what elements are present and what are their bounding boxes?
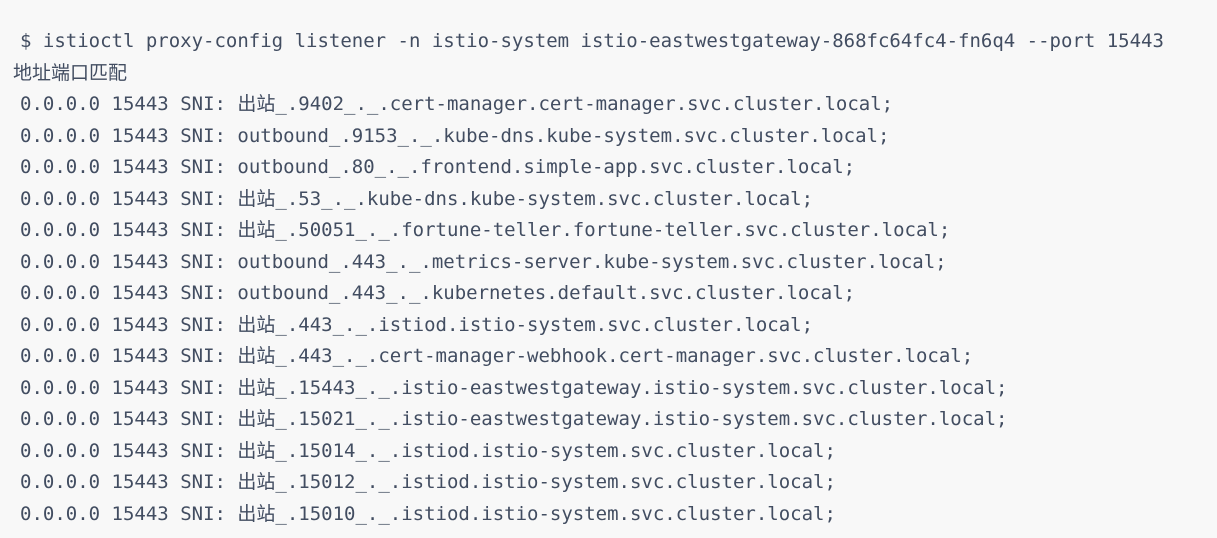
command-text: istioctl proxy-config listener -n istio-… xyxy=(42,30,1164,52)
listener-port: 15443 xyxy=(111,502,169,525)
listener-row: 0.0.0.0 15443 SNI: outbound_.80_._.front… xyxy=(20,152,1207,184)
row-separator xyxy=(169,282,180,304)
row-separator xyxy=(100,377,111,399)
listener-address: 0.0.0.0 xyxy=(20,345,101,367)
listener-row: 0.0.0.0 15443 SNI: outbound_.9153_._.kub… xyxy=(20,121,1207,153)
listener-address: 0.0.0.0 xyxy=(20,219,101,241)
listener-match: SNI: outbound_.9153_._.kube-dns.kube-sys… xyxy=(180,124,890,147)
row-separator xyxy=(100,125,111,147)
listener-port: 15443 xyxy=(111,156,169,178)
listener-port: 15443 xyxy=(111,376,169,399)
listener-port: 15443 xyxy=(111,471,169,493)
listener-match: SNI: 出站_.15010_._.istiod.istio-system.sv… xyxy=(180,502,836,525)
listener-row: 0.0.0.0 15443 SNI: 出站_.9402_._.cert-mana… xyxy=(20,89,1207,121)
listener-rows: 0.0.0.0 15443 SNI: 出站_.9402_._.cert-mana… xyxy=(20,89,1207,530)
row-separator xyxy=(100,188,111,210)
listener-row: 0.0.0.0 15443 SNI: 出站_.443_._.istiod.ist… xyxy=(20,310,1207,342)
command-line: $ istioctl proxy-config listener -n isti… xyxy=(20,26,1207,58)
listener-row: 0.0.0.0 15443 SNI: 出站_.15443_._.istio-ea… xyxy=(20,373,1207,405)
row-separator xyxy=(100,93,111,115)
row-separator xyxy=(100,345,111,367)
listener-address: 0.0.0.0 xyxy=(20,282,101,304)
listener-address: 0.0.0.0 xyxy=(20,502,101,525)
listener-address: 0.0.0.0 xyxy=(20,439,101,462)
listener-address: 0.0.0.0 xyxy=(20,408,101,430)
row-separator xyxy=(169,219,180,241)
listener-address: 0.0.0.0 xyxy=(20,250,101,273)
listener-match: SNI: 出站_.53_._.kube-dns.kube-system.svc.… xyxy=(180,187,814,210)
listener-port: 15443 xyxy=(111,250,169,273)
listener-row: 0.0.0.0 15443 SNI: outbound_.443_._.kube… xyxy=(20,278,1207,310)
listener-port: 15443 xyxy=(111,408,169,430)
listener-row: 0.0.0.0 15443 SNI: 出站_.15021_._.istio-ea… xyxy=(20,404,1207,436)
listener-row: 0.0.0.0 15443 SNI: 出站_.443_._.cert-manag… xyxy=(20,341,1207,373)
listener-row: 0.0.0.0 15443 SNI: 出站_.50051_._.fortune-… xyxy=(20,215,1207,247)
listener-port: 15443 xyxy=(111,93,169,115)
row-separator xyxy=(100,408,111,430)
row-separator xyxy=(100,314,111,336)
row-separator xyxy=(169,440,180,462)
row-separator xyxy=(100,440,111,462)
row-separator xyxy=(169,408,180,430)
row-separator xyxy=(100,471,111,493)
listener-match: SNI: outbound_.443_._.metrics-server.kub… xyxy=(180,250,947,273)
row-separator xyxy=(169,314,180,336)
listener-match: SNI: 出站_.443_._.istiod.istio-system.svc.… xyxy=(180,313,814,336)
listener-match: SNI: 出站_.15012_._.istiod.istio-system.sv… xyxy=(180,471,836,493)
listener-address: 0.0.0.0 xyxy=(20,313,101,336)
listener-row: 0.0.0.0 15443 SNI: outbound_.443_._.metr… xyxy=(20,247,1207,279)
listener-match: SNI: 出站_.50051_._.fortune-teller.fortune… xyxy=(180,219,951,241)
row-separator xyxy=(169,377,180,399)
listener-row: 0.0.0.0 15443 SNI: 出站_.15010_._.istiod.i… xyxy=(20,499,1207,531)
row-separator xyxy=(100,219,111,241)
listener-row: 0.0.0.0 15443 SNI: 出站_.15014_._.istiod.i… xyxy=(20,436,1207,468)
listener-row: 0.0.0.0 15443 SNI: 出站_.15012_._.istiod.i… xyxy=(20,467,1207,499)
row-separator xyxy=(100,282,111,304)
row-separator xyxy=(169,251,180,273)
row-separator xyxy=(100,251,111,273)
listener-address: 0.0.0.0 xyxy=(20,124,101,147)
row-separator xyxy=(169,503,180,525)
output-columns-header: 地址端口匹配 xyxy=(13,61,128,84)
listener-port: 15443 xyxy=(111,439,169,462)
shell-prompt: $ xyxy=(20,30,32,52)
listener-match: SNI: 出站_.9402_._.cert-manager.cert-manag… xyxy=(180,93,894,115)
row-separator xyxy=(169,345,180,367)
listener-port: 15443 xyxy=(111,282,169,304)
listener-address: 0.0.0.0 xyxy=(20,187,101,210)
row-separator xyxy=(169,188,180,210)
listener-address: 0.0.0.0 xyxy=(20,471,101,493)
listener-address: 0.0.0.0 xyxy=(20,93,101,115)
row-separator xyxy=(169,125,180,147)
listener-address: 0.0.0.0 xyxy=(20,156,101,178)
listener-port: 15443 xyxy=(111,219,169,241)
listener-port: 15443 xyxy=(111,345,169,367)
listener-match: SNI: outbound_.80_._.frontend.simple-app… xyxy=(180,156,856,178)
row-separator xyxy=(169,93,180,115)
listener-row: 0.0.0.0 15443 SNI: 出站_.53_._.kube-dns.ku… xyxy=(20,184,1207,216)
row-separator xyxy=(100,156,111,178)
listener-port: 15443 xyxy=(111,187,169,210)
listener-match: SNI: outbound_.443_._.kubernetes.default… xyxy=(180,282,856,304)
listener-address: 0.0.0.0 xyxy=(20,376,101,399)
listener-port: 15443 xyxy=(111,124,169,147)
row-separator xyxy=(169,156,180,178)
listener-match: SNI: 出站_.443_._.cert-manager-webhook.cer… xyxy=(180,345,974,367)
row-separator xyxy=(169,471,180,493)
row-separator xyxy=(100,503,111,525)
listener-match: SNI: 出站_.15021_._.istio-eastwestgateway.… xyxy=(180,408,1008,430)
listener-match: SNI: 出站_.15014_._.istiod.istio-system.sv… xyxy=(180,439,836,462)
listener-match: SNI: 出站_.15443_._.istio-eastwestgateway.… xyxy=(180,376,1008,399)
command-separator xyxy=(31,30,42,52)
listener-port: 15443 xyxy=(111,313,169,336)
